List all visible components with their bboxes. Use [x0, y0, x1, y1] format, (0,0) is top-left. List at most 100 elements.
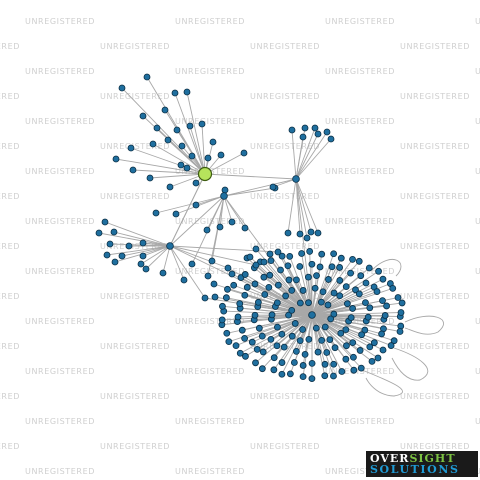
graph-node[interactable]	[143, 73, 151, 81]
graph-node[interactable]	[296, 263, 304, 270]
graph-node[interactable]	[311, 284, 319, 292]
graph-node[interactable]	[261, 291, 269, 298]
graph-node[interactable]	[232, 342, 240, 350]
graph-node[interactable]	[270, 366, 278, 374]
graph-node[interactable]	[323, 128, 331, 136]
graph-node[interactable]	[285, 276, 293, 284]
graph-node[interactable]	[378, 330, 385, 338]
graph-node[interactable]	[254, 298, 262, 306]
graph-node[interactable]	[288, 287, 296, 294]
graph-node[interactable]	[308, 260, 316, 268]
graph-node[interactable]	[313, 272, 320, 280]
graph-node[interactable]	[330, 360, 338, 368]
graph-node[interactable]	[125, 242, 133, 250]
graph-node[interactable]	[328, 263, 336, 271]
graph-node[interactable]	[266, 250, 274, 258]
graph-node[interactable]	[361, 326, 369, 334]
graph-node[interactable]	[241, 271, 249, 278]
graph-node[interactable]	[298, 250, 306, 257]
graph-node[interactable]	[204, 272, 212, 280]
graph-node[interactable]	[312, 324, 320, 332]
graph-node[interactable]	[285, 311, 292, 319]
graph-node[interactable]	[299, 326, 307, 333]
graph-node[interactable]	[323, 349, 331, 356]
graph-node[interactable]	[290, 359, 298, 366]
graph-node[interactable]	[267, 257, 275, 265]
graph-node[interactable]	[397, 322, 405, 330]
graph-node[interactable]	[106, 240, 114, 248]
focus-node[interactable]	[197, 166, 213, 182]
graph-node[interactable]	[314, 229, 322, 237]
graph-node[interactable]	[398, 299, 406, 307]
graph-node[interactable]	[343, 300, 351, 308]
graph-node[interactable]	[210, 280, 218, 288]
graph-node[interactable]	[337, 254, 345, 262]
graph-node[interactable]	[338, 368, 346, 375]
graph-node[interactable]	[223, 329, 231, 337]
graph-node[interactable]	[173, 126, 181, 134]
graph-node[interactable]	[278, 359, 286, 366]
graph-node[interactable]	[192, 179, 200, 187]
graph-node[interactable]	[142, 265, 150, 273]
graph-node[interactable]	[153, 124, 161, 132]
graph-node[interactable]	[349, 255, 356, 263]
graph-node[interactable]	[303, 234, 311, 242]
graph-node[interactable]	[327, 315, 335, 323]
graph-node[interactable]	[293, 276, 300, 284]
graph-node[interactable]	[350, 366, 358, 374]
graph-node[interactable]	[188, 152, 196, 160]
graph-node[interactable]	[379, 297, 386, 305]
graph-node[interactable]	[307, 228, 315, 236]
graph-node[interactable]	[301, 124, 309, 132]
graph-node[interactable]	[375, 267, 382, 275]
graph-node[interactable]	[308, 375, 316, 382]
graph-node[interactable]	[230, 281, 238, 289]
graph-node[interactable]	[118, 252, 126, 260]
graph-node[interactable]	[347, 269, 354, 277]
graph-node[interactable]	[267, 335, 275, 343]
graph-node[interactable]	[305, 335, 313, 343]
graph-node[interactable]	[228, 270, 236, 278]
graph-node[interactable]	[390, 337, 398, 345]
graph-node[interactable]	[265, 283, 273, 291]
graph-node[interactable]	[299, 287, 307, 294]
graph-node[interactable]	[178, 142, 186, 150]
graph-node[interactable]	[288, 126, 296, 134]
graph-node[interactable]	[218, 316, 226, 324]
graph-node[interactable]	[252, 245, 260, 253]
graph-node[interactable]	[299, 362, 307, 369]
graph-node[interactable]	[198, 120, 206, 128]
graph-node[interactable]	[368, 357, 376, 365]
graph-node[interactable]	[172, 210, 180, 218]
graph-node[interactable]	[112, 155, 120, 163]
graph-node[interactable]	[258, 365, 266, 373]
graph-node[interactable]	[389, 284, 397, 292]
graph-node[interactable]	[357, 364, 365, 372]
graph-node[interactable]	[161, 106, 169, 114]
graph-node[interactable]	[286, 370, 294, 378]
graph-node[interactable]	[308, 359, 316, 367]
graph-hub-node[interactable]	[308, 311, 316, 319]
graph-node[interactable]	[330, 250, 338, 258]
graph-node[interactable]	[129, 166, 137, 174]
graph-node[interactable]	[171, 89, 179, 97]
graph-node[interactable]	[364, 313, 372, 321]
graph-node[interactable]	[314, 130, 322, 138]
graph-node[interactable]	[284, 229, 292, 237]
graph-node[interactable]	[103, 251, 111, 259]
graph-node[interactable]	[219, 302, 226, 310]
graph-node[interactable]	[248, 338, 256, 346]
graph-node[interactable]	[260, 273, 268, 281]
graph-node[interactable]	[236, 300, 244, 308]
graph-node[interactable]	[327, 135, 335, 143]
graph-node[interactable]	[166, 183, 174, 191]
graph-node[interactable]	[288, 332, 296, 340]
graph-node[interactable]	[278, 370, 286, 378]
graph-node[interactable]	[296, 230, 304, 238]
graph-node[interactable]	[164, 136, 172, 144]
graph-node[interactable]	[188, 260, 196, 268]
graph-hub-node[interactable]	[166, 242, 174, 250]
graph-node[interactable]	[255, 324, 263, 332]
graph-node[interactable]	[149, 140, 157, 148]
graph-node[interactable]	[217, 151, 225, 159]
